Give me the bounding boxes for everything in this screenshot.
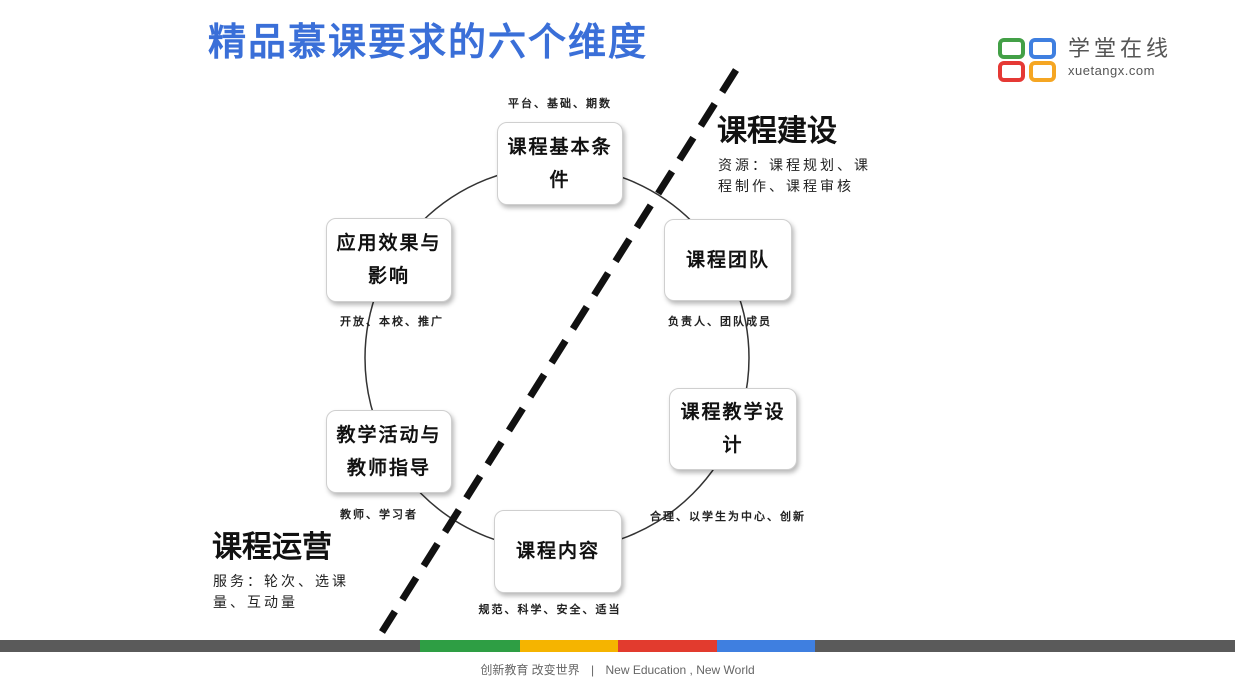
- logo-domain: xuetangx.com: [1068, 63, 1155, 78]
- node-label: 课程基本条件: [507, 136, 613, 191]
- node-label: 课程教学设计: [680, 402, 786, 456]
- footer-separator: |: [591, 663, 595, 677]
- group-construction-title: 课程建设: [717, 115, 837, 148]
- footer-slogan-en: New Education , New World: [605, 663, 755, 677]
- node-label: 课程内容: [515, 541, 600, 562]
- xuetangx-logo: 学堂在线 xuetangx.com: [998, 36, 1198, 84]
- xuetangx-logo-icon: [998, 38, 1056, 82]
- logo-name: 学堂在线: [1068, 36, 1173, 61]
- footer-bar-yellow: [520, 640, 618, 652]
- node-label: 教学活动与教师指导: [336, 424, 442, 479]
- note-course-content: 规范、科学、安全、适当: [478, 604, 622, 616]
- footer-bar-green: [420, 640, 520, 652]
- footer-bar-blue: [717, 640, 815, 652]
- group-operation-desc: 服务：轮次、选课量、互动量: [213, 573, 349, 610]
- footer-bar-red: [618, 640, 717, 652]
- logo-square-bottom-right: [1029, 61, 1056, 82]
- footer-slogan: 创新教育 改变世界 | New Education , New World: [0, 662, 1235, 678]
- logo-square-bottom-left: [998, 61, 1025, 82]
- note-teaching-activities: 教师、学习者: [340, 509, 418, 521]
- note-course-team: 负责人、团队成员: [668, 316, 772, 328]
- node-application-effect: 应用效果与影响: [326, 218, 452, 302]
- footer-bar-gray-left: [0, 640, 420, 652]
- node-basic-conditions: 课程基本条件: [497, 122, 623, 205]
- logo-square-top-right: [1029, 38, 1056, 59]
- node-label: 应用效果与影响: [336, 233, 442, 287]
- node-course-team: 课程团队: [664, 219, 792, 301]
- group-construction-desc: 资源：课程规划、课程制作、课程审核: [718, 157, 871, 194]
- footer-slogan-cn: 创新教育 改变世界: [480, 663, 580, 677]
- note-basic-conditions: 平台、基础、期数: [508, 98, 612, 110]
- logo-square-top-left: [998, 38, 1025, 59]
- node-teaching-design: 课程教学设计: [669, 388, 797, 470]
- node-label: 课程团队: [685, 249, 770, 271]
- note-application-effect: 开放、本校、推广: [340, 316, 444, 328]
- footer-bar-gray-right: [815, 640, 1235, 652]
- node-course-content: 课程内容: [494, 510, 622, 593]
- group-operation-title: 课程运营: [212, 531, 332, 564]
- note-teaching-design: 合理、以学生为中心、创新: [650, 511, 806, 523]
- slide-title: 精品慕课要求的六个维度: [208, 22, 649, 64]
- node-teaching-activities: 教学活动与教师指导: [326, 410, 452, 493]
